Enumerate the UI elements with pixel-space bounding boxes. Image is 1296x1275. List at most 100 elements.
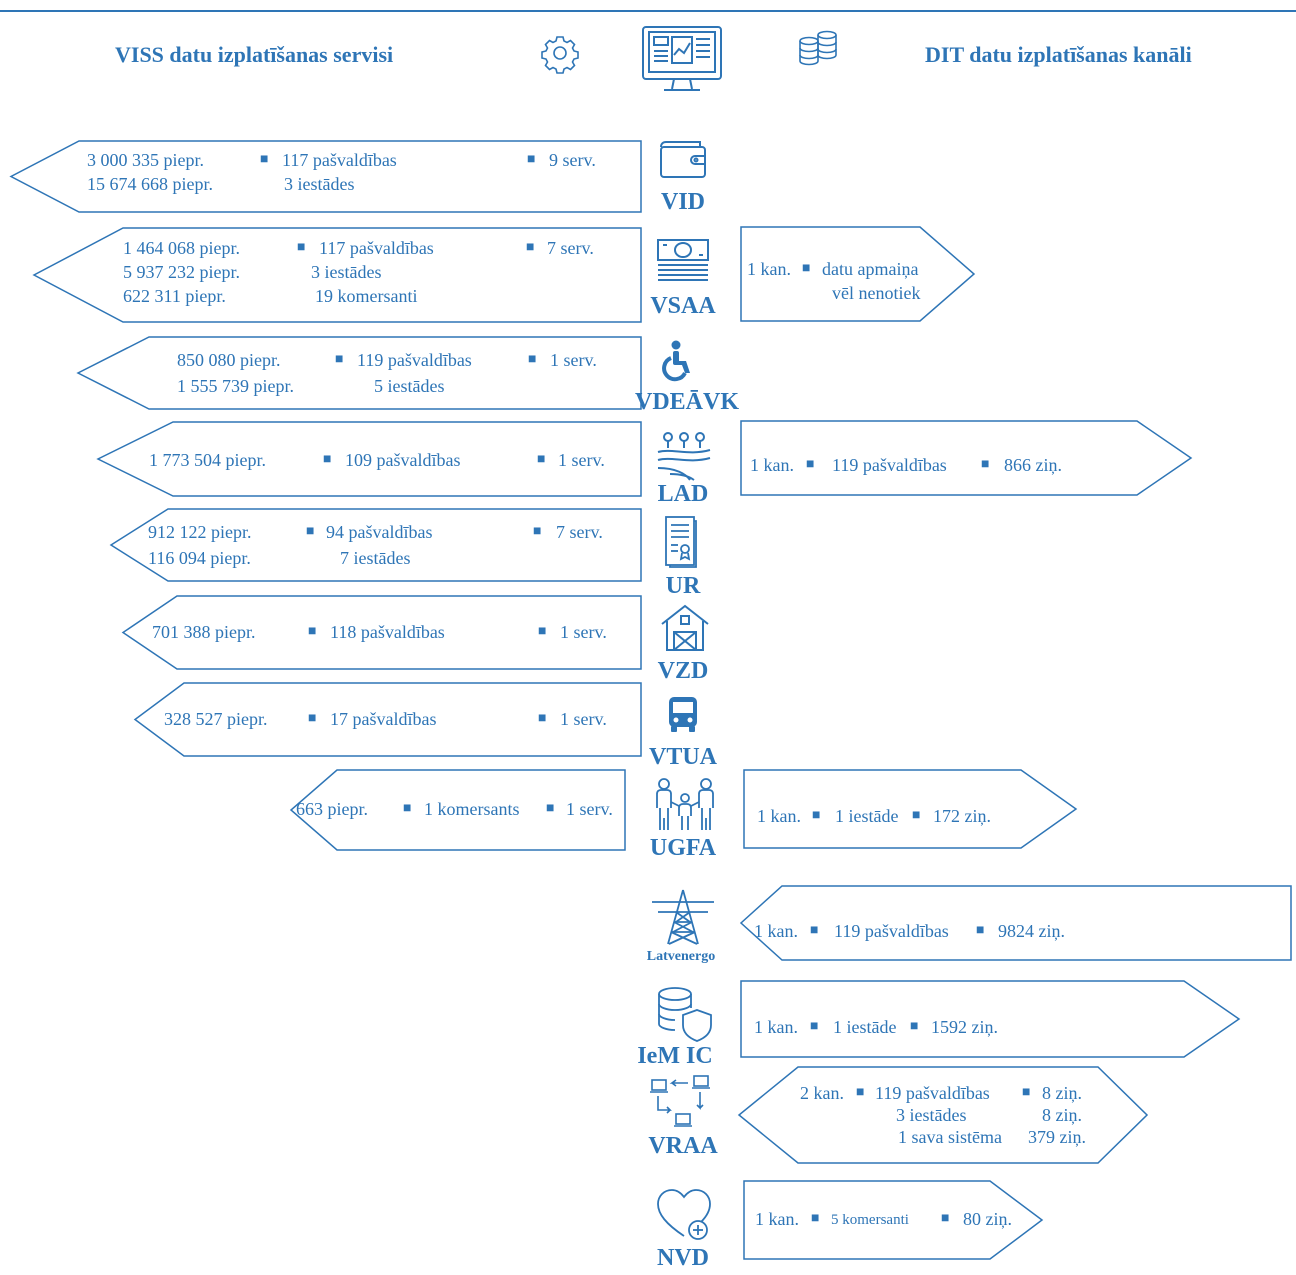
requests-value: 1 555 739 piepr. [177,376,294,396]
service-count: 1 serv. [550,350,597,370]
message-count: 172 ziņ. [933,806,991,826]
bullet-square: ■ [533,524,542,539]
recipient-value: 5 iestādes [374,376,445,396]
dit-status: vēl nenotiek [832,283,921,303]
agency-label-lad: LAD [657,481,709,507]
message-count: 9824 ziņ. [998,921,1065,941]
bullet-square: ■ [526,240,535,255]
viss-arrow-vtua: 328 527 piepr. ■ 17 pašvaldības ■ 1 serv… [133,682,642,757]
bus-icon [667,697,699,738]
dit-arrow-vsaa: 1 kan. ■ datu apmaiņa vēl nenotiek [740,226,976,322]
monitor-dashboard-icon [640,25,725,100]
agency-label-nvd: NVD [657,1245,709,1271]
dit-recipient: 119 pašvaldības [832,455,947,475]
recipient-value: 3 iestādes [311,262,382,282]
dit-recipient: 1 iestāde [835,806,899,826]
requests-value: 328 527 piepr. [164,709,268,729]
database-stack-icon [797,29,839,74]
bullet-square: ■ [306,524,315,539]
dit-arrow-vraa: 2 kan. ■ 119 pašvaldības 3 iestādes 1 sa… [737,1066,1149,1164]
requests-value: 5 937 232 piepr. [123,262,240,282]
wallet-icon [657,139,713,188]
dit-arrow-ugfa: 1 kan. ■ 1 iestāde ■ 172 ziņ. [743,769,1078,849]
message-count: 8 ziņ. [1042,1105,1082,1125]
bullet-square: ■ [912,808,921,823]
agency-label-latvenergo: Latvenergo [646,949,716,964]
bullet-square: ■ [810,923,819,938]
viss-arrow-lad: 1 773 504 piepr. ■ 109 pašvaldības ■ 1 s… [96,421,642,497]
agency-label-ur: UR [665,573,701,599]
viss-arrow-ugfa: 663 piepr. ■ 1 komersants ■ 1 serv. [289,769,626,851]
viss-title: VISS datu izplatīšanas servisi [115,42,394,67]
bullet-square: ■ [546,801,555,816]
recipient-value: 3 iestādes [284,174,355,194]
dit-recipient: 1 sava sistēma [898,1127,1002,1147]
channel-count: 1 kan. [750,455,794,475]
recipient-value: 94 pašvaldības [326,522,433,542]
channel-count: 1 kan. [757,806,801,826]
top-divider [0,10,1296,12]
requests-value: 3 000 335 piepr. [87,150,204,170]
bullet-square: ■ [910,1019,919,1034]
agency-label-iemic: IeM IC [637,1043,713,1069]
dit-recipient: 119 pašvaldības [875,1083,990,1103]
viss-arrow-vzd: 701 388 piepr. ■ 118 pašvaldības ■ 1 ser… [121,595,642,670]
dit-title: DIT datu izplatīšanas kanāli [925,42,1192,67]
dit-status: datu apmaiņa [822,259,919,279]
recipient-value: 109 pašvaldības [345,450,461,470]
dit-recipient: 5 komersanti [831,1212,909,1228]
bullet-square: ■ [976,923,985,938]
channel-count: 1 kan. [747,259,791,279]
recipient-value: 117 pašvaldības [319,238,434,258]
agency-label-vzd: VZD [657,658,709,684]
bullet-square: ■ [1022,1085,1031,1100]
recipient-value: 19 komersanti [315,286,418,306]
bullet-square: ■ [941,1211,950,1226]
bullet-square: ■ [810,1019,819,1034]
bullet-square: ■ [297,240,306,255]
bullet-square: ■ [981,457,990,472]
agency-label-vdeavk: VDEĀVK [634,389,739,415]
requests-value: 1 464 068 piepr. [123,238,240,258]
service-count: 7 serv. [547,238,594,258]
channel-count: 2 kan. [800,1083,844,1103]
requests-value: 116 094 piepr. [148,548,251,568]
bullet-square: ■ [527,152,536,167]
agency-label-vraa: VRAA [648,1133,718,1159]
dit-arrow-latvenergo: 1 kan. ■ 119 pašvaldības ■ 9824 ziņ. [739,885,1292,961]
bullet-square: ■ [802,261,811,276]
service-count: 1 serv. [560,709,607,729]
bullet-square: ■ [323,452,332,467]
heart-plus-icon [656,1188,712,1247]
service-count: 1 serv. [560,622,607,642]
channel-count: 1 kan. [755,1209,799,1229]
requests-value: 912 122 piepr. [148,522,252,542]
requests-value: 701 388 piepr. [152,622,256,642]
dit-recipient: 3 iestādes [896,1105,967,1125]
recipient-value: 117 pašvaldības [282,150,397,170]
message-count: 379 ziņ. [1028,1127,1086,1147]
viss-arrow-vsaa: 1 464 068 piepr. 5 937 232 piepr. 622 31… [32,227,642,323]
family-icon [654,778,716,837]
bullet-square: ■ [806,457,815,472]
dit-arrow-iemic: 1 kan. ■ 1 iestāde ■ 1592 ziņ. [740,980,1241,1058]
banknote-icon [655,237,711,294]
viss-arrow-ur: 912 122 piepr. 116 094 piepr. ■ 94 pašva… [109,508,642,582]
bullet-square: ■ [403,801,412,816]
requests-value: 622 311 piepr. [123,286,226,306]
message-count: 866 ziņ. [1004,455,1062,475]
bullet-square: ■ [308,624,317,639]
viss-arrow-vdeavk: 850 080 piepr. 1 555 739 piepr. ■ 119 pa… [76,336,642,410]
bullet-square: ■ [811,1211,820,1226]
channel-count: 1 kan. [754,1017,798,1037]
field-crops-icon [656,430,712,487]
recipient-value: 118 pašvaldības [330,622,445,642]
bullet-square: ■ [528,352,537,367]
bullet-square: ■ [260,152,269,167]
barn-icon [660,604,710,657]
service-count: 1 serv. [558,450,605,470]
power-tower-icon [650,888,716,951]
service-count: 1 serv. [566,799,613,819]
bullet-square: ■ [537,452,546,467]
message-count: 80 ziņ. [963,1209,1012,1229]
